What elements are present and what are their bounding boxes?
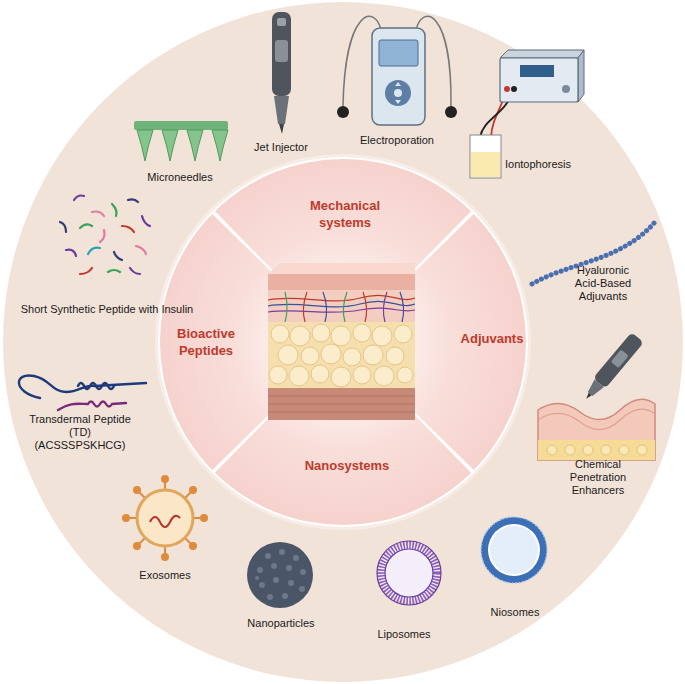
outer-ring — [3, 2, 683, 682]
jet-injector-icon — [272, 12, 291, 134]
category-title: Nanosystems — [287, 457, 407, 474]
exosome-icon — [123, 476, 207, 560]
item-label: Exosomes — [120, 569, 210, 582]
item-label: Jet Injector — [236, 141, 326, 154]
category-title: Mechanical systems — [295, 197, 395, 231]
nanoparticle-icon — [247, 542, 313, 608]
item-label: Nanoparticles — [231, 617, 331, 630]
item-label: Short Synthetic Peptide with Insulin — [7, 303, 207, 316]
category-title: Adjuvants — [447, 330, 537, 347]
category-sector: Nanosystems — [213, 341, 473, 526]
skin-patch-icon — [538, 332, 655, 460]
item-label: Transdermal Peptide (TD) (ACSSSPSKHCG) — [24, 413, 136, 452]
liposome-icon — [377, 541, 441, 605]
item-label: Electroporation — [347, 134, 447, 147]
microneedle-icon — [134, 121, 228, 161]
item-label: Iontophoresis — [488, 158, 588, 171]
item-label: Hyaluronic Acid-Based Adjuvants — [570, 264, 636, 303]
item-label: Chemical Penetration Enhancers — [558, 458, 638, 497]
sector-wedge — [215, 342, 471, 525]
item-label: Niosomes — [470, 606, 560, 619]
item-label: Liposomes — [359, 628, 449, 641]
sector-shape — [213, 341, 473, 526]
peptide-fragments-icon — [60, 196, 150, 275]
niosome-icon — [481, 517, 547, 583]
peptide-strand-icon — [19, 375, 146, 410]
electroporation-icon — [337, 16, 457, 125]
item-label: Microneedles — [130, 171, 230, 184]
category-title: Bioactive Peptides — [161, 325, 251, 359]
